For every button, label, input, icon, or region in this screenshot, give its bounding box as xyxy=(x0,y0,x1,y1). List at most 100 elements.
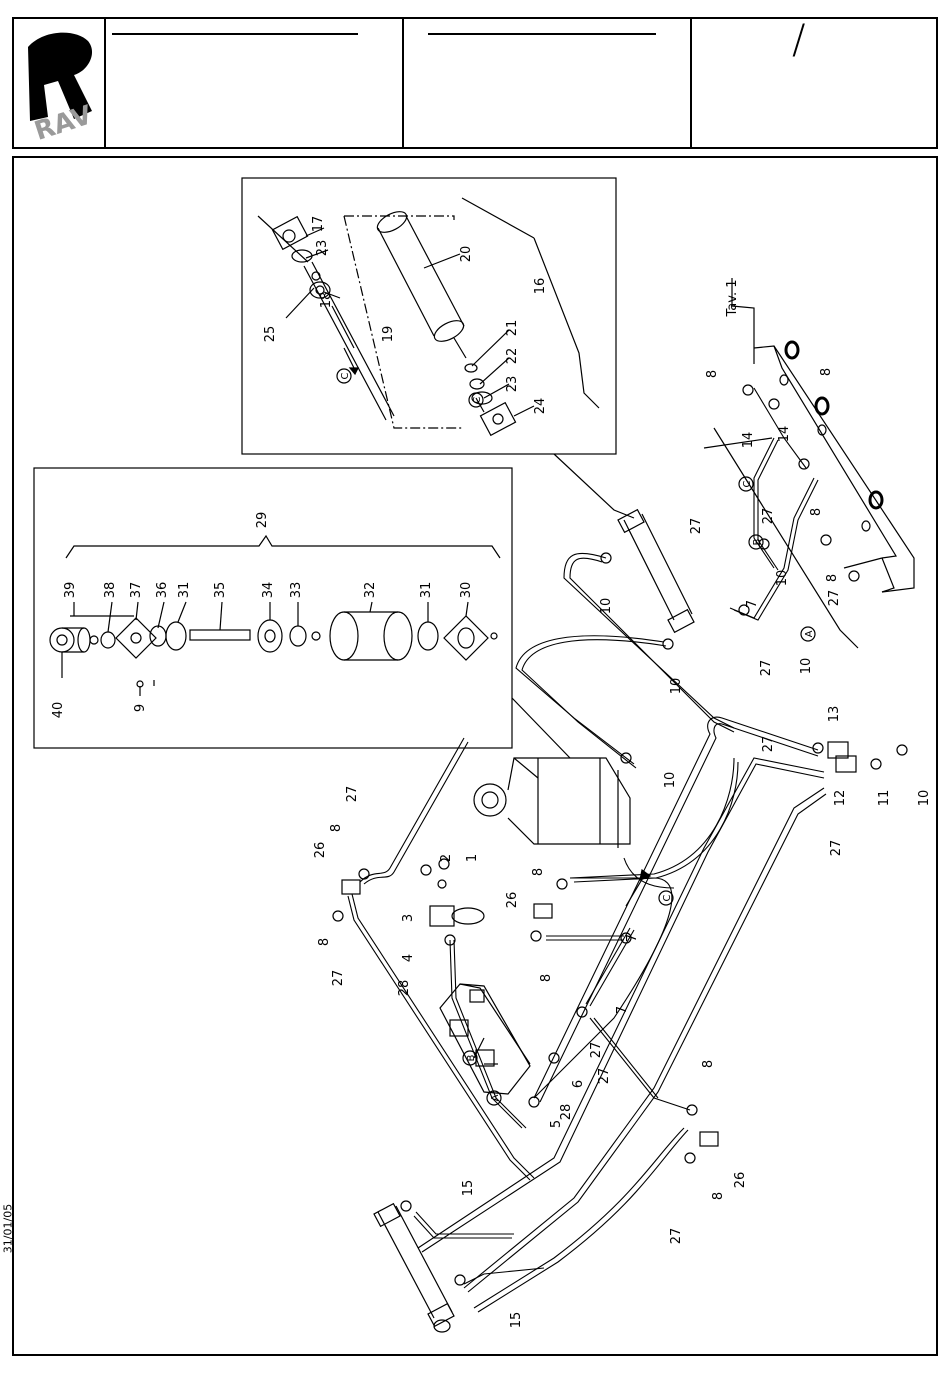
callout-24: 24 xyxy=(533,398,548,415)
callout-8: 8 xyxy=(701,1060,716,1068)
callout-4: 4 xyxy=(401,954,416,962)
callout-25: 25 xyxy=(263,326,278,343)
callout-31: 31 xyxy=(419,582,434,599)
callout-18: 18 xyxy=(319,292,334,309)
callout-16: 16 xyxy=(533,278,548,295)
callout-15: 15 xyxy=(461,1180,476,1197)
callout-26: 26 xyxy=(313,842,328,859)
callout-7: 7 xyxy=(615,1006,630,1014)
cylinder-bottom xyxy=(374,1204,454,1332)
tube-20 xyxy=(374,207,467,345)
block-26b xyxy=(534,904,552,918)
leader xyxy=(554,454,634,518)
callout-10: 10 xyxy=(775,570,790,587)
marker-c: C xyxy=(742,480,753,487)
callout-36: 36 xyxy=(155,582,170,599)
logo-cell: RAV xyxy=(14,19,106,147)
callout-28: 28 xyxy=(559,1104,574,1121)
callout-34: 34 xyxy=(261,582,276,599)
callout-13: 13 xyxy=(827,706,842,723)
callout-38: 38 xyxy=(103,582,118,599)
callout-27: 27 xyxy=(689,518,704,535)
callout-15: 15 xyxy=(509,1312,524,1329)
block-26c xyxy=(700,1132,718,1146)
sheet-cell: / xyxy=(692,19,936,147)
callout-27: 27 xyxy=(759,660,774,677)
table-ref-label: Tav. 1 xyxy=(725,280,740,318)
callout-33: 33 xyxy=(289,582,304,599)
callout-35: 35 xyxy=(213,582,228,599)
detail-box-29 xyxy=(34,468,570,758)
valve-3 xyxy=(421,859,484,926)
callout-23: 23 xyxy=(315,240,330,257)
sheet-slash: / xyxy=(792,17,805,63)
callout-20: 20 xyxy=(459,246,474,263)
rod-19 xyxy=(258,216,466,420)
callout-10: 10 xyxy=(599,598,614,615)
rav-logo: RAV xyxy=(14,19,104,147)
callout-14: 14 xyxy=(741,432,756,449)
title-cell-2 xyxy=(404,19,692,147)
callout-8: 8 xyxy=(809,508,824,516)
callout-8: 8 xyxy=(317,938,332,946)
detail-box-16 xyxy=(242,178,634,518)
callout-19: 19 xyxy=(381,326,396,343)
callout-21: 21 xyxy=(505,320,520,337)
callout-31: 31 xyxy=(177,582,192,599)
callout-10: 10 xyxy=(917,790,932,807)
callout-37: 37 xyxy=(129,582,144,599)
callout-29: 29 xyxy=(255,512,270,529)
callout-14: 14 xyxy=(777,426,792,443)
callout-3: 3 xyxy=(401,914,416,922)
callout-6: 6 xyxy=(571,1080,586,1088)
callout-17: 17 xyxy=(311,216,326,233)
pipes xyxy=(348,388,826,1312)
pneumatic-diagram: 1723201618192521222324293938373631353433… xyxy=(14,158,936,1354)
marker-c: C xyxy=(472,396,483,403)
leader xyxy=(534,238,599,408)
callout-8: 8 xyxy=(539,974,554,982)
callout-8: 8 xyxy=(329,824,344,832)
callout-40: 40 xyxy=(51,702,66,719)
callout-8: 8 xyxy=(705,370,720,378)
callout-27: 27 xyxy=(589,1042,604,1059)
marker-b: B xyxy=(752,538,763,545)
callout-26: 26 xyxy=(733,1172,748,1189)
marker-a: A xyxy=(804,630,815,637)
callout-5: 5 xyxy=(549,1120,564,1128)
title-cell-1 xyxy=(106,19,404,147)
callout-27: 27 xyxy=(761,736,776,753)
callout-30: 30 xyxy=(459,582,474,599)
cylinder-top xyxy=(618,510,694,633)
callout-8: 8 xyxy=(825,574,840,582)
callout-28: 28 xyxy=(397,980,412,997)
callout-27: 27 xyxy=(761,508,776,525)
callout-12: 12 xyxy=(833,790,848,807)
callout-22: 22 xyxy=(505,348,520,365)
callout-2: 2 xyxy=(439,854,454,862)
callout-7: 7 xyxy=(745,600,760,608)
leader xyxy=(462,198,534,238)
callout-10: 10 xyxy=(799,658,814,675)
callout-7: 7 xyxy=(625,934,640,942)
callout-11: 11 xyxy=(877,790,892,807)
fittings xyxy=(333,385,907,1285)
callout-23: 23 xyxy=(505,376,520,393)
callout-32: 32 xyxy=(363,582,378,599)
marker-a: A xyxy=(490,1094,501,1101)
block-26a xyxy=(342,880,360,894)
callout-27: 27 xyxy=(669,1228,684,1245)
callout-27: 27 xyxy=(827,590,842,607)
cylinder-big xyxy=(474,758,630,848)
marker-b: B xyxy=(466,1054,477,1061)
callout-10: 10 xyxy=(669,678,684,695)
callout-8: 8 xyxy=(819,368,834,376)
callout-27: 27 xyxy=(829,840,844,857)
callout-8: 8 xyxy=(531,868,546,876)
marker-c: C xyxy=(340,372,351,379)
callout-26: 26 xyxy=(505,892,520,909)
marker-c: C xyxy=(662,894,673,901)
title-line-1 xyxy=(112,33,358,35)
